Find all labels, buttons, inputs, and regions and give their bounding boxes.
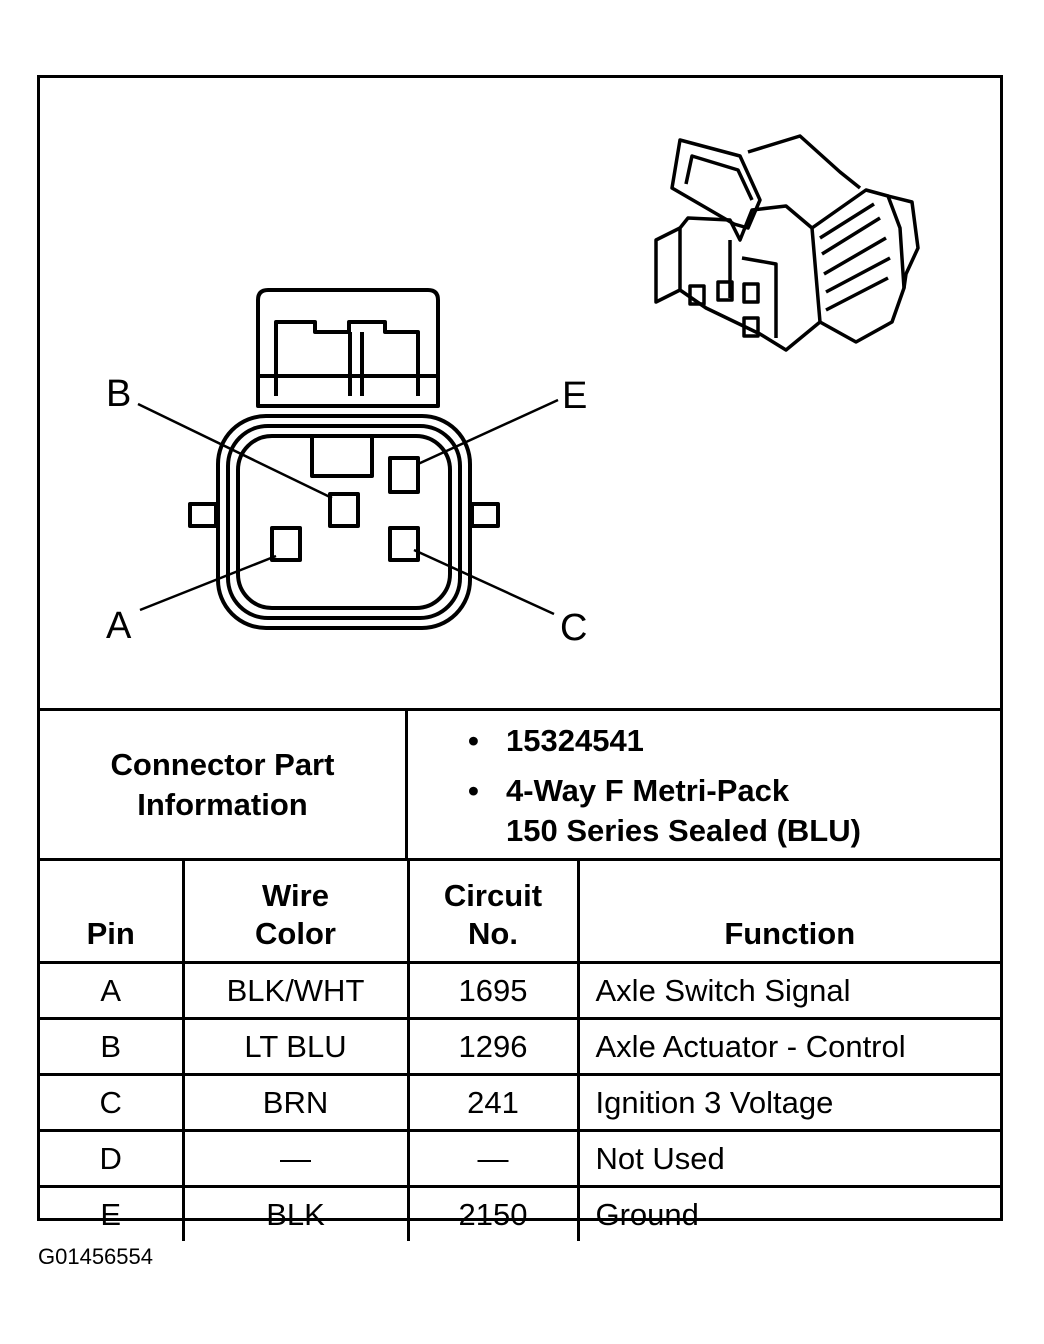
cell-circuit: — xyxy=(406,1129,580,1188)
part-info-label-line2: Information xyxy=(137,786,308,822)
table-row: D — — Not Used xyxy=(40,1129,1000,1188)
connector-part-info-values: • 15324541 • 4-Way F Metri-Pack 150 Seri… xyxy=(408,711,1000,858)
cell-circuit: 1296 xyxy=(406,1017,580,1076)
part-number: 15324541 xyxy=(506,723,644,758)
connector-lock-tab xyxy=(256,288,440,406)
connector-diagram: B E A C xyxy=(40,78,1000,708)
leader-line-c xyxy=(413,548,555,616)
connector-part-info-label: Connector Part Information xyxy=(40,711,408,858)
bullet-icon: • xyxy=(468,723,479,758)
connector-nub-left xyxy=(188,502,218,528)
connector-part-info: Connector Part Information • 15324541 • … xyxy=(40,708,1000,858)
cell-wire-color: LT BLU xyxy=(181,1017,410,1076)
cell-pin: A xyxy=(40,961,185,1020)
table-row: E BLK 2150 Ground xyxy=(40,1185,1000,1241)
header-circuit-line2: No. xyxy=(468,916,518,951)
header-wire-color: Wire Color xyxy=(181,858,410,964)
pin-label-a: A xyxy=(106,605,132,647)
pin-label-e: E xyxy=(562,375,587,417)
lock-tab-base xyxy=(256,374,440,408)
table-row: C BRN 241 Ignition 3 Voltage xyxy=(40,1073,1000,1132)
leader-line-b xyxy=(137,402,333,500)
header-pin: Pin xyxy=(40,858,185,964)
part-number-row: • 15324541 xyxy=(468,721,1000,761)
cell-function: Not Used xyxy=(576,1129,1000,1188)
header-wire-color-line2: Color xyxy=(255,916,336,951)
part-info-label-line1: Connector Part xyxy=(110,746,335,782)
connector-key xyxy=(310,438,374,478)
connector-housing-seal xyxy=(226,424,462,620)
cell-pin: B xyxy=(40,1017,185,1076)
leader-line-a xyxy=(139,554,277,612)
connector-housing-outer xyxy=(216,414,472,630)
cell-function: Ground xyxy=(576,1185,1000,1241)
part-description-line2: 150 Series Sealed (BLU) xyxy=(506,813,861,848)
pinout-table-header: Pin Wire Color Circuit No. Function xyxy=(40,858,1000,964)
pinout-table: Pin Wire Color Circuit No. Function A BL… xyxy=(40,858,1000,1241)
terminal-c xyxy=(388,526,420,562)
table-row: B LT BLU 1296 Axle Actuator - Control xyxy=(40,1017,1000,1076)
connector-figure-frame: B E A C xyxy=(37,75,1003,1241)
leader-line-e xyxy=(417,398,559,466)
part-description-row: • 4-Way F Metri-Pack 150 Series Sealed (… xyxy=(468,771,1000,851)
connector-housing-inner xyxy=(236,434,452,610)
header-wire-color-line1: Wire xyxy=(262,878,329,913)
lock-tab-inner xyxy=(274,320,420,396)
header-circuit-line1: Circuit xyxy=(443,878,543,913)
lock-tab-slot xyxy=(348,332,364,396)
pin-label-c: C xyxy=(560,607,587,649)
cell-circuit: 1695 xyxy=(406,961,580,1020)
cell-wire-color: BRN xyxy=(181,1073,410,1132)
header-circuit-no: Circuit No. xyxy=(406,858,580,964)
cell-pin: C xyxy=(40,1073,185,1132)
terminal-b xyxy=(328,492,360,528)
cell-wire-color: BLK xyxy=(181,1185,410,1241)
cell-function: Axle Switch Signal xyxy=(576,961,1000,1020)
pin-label-b: B xyxy=(106,373,131,415)
cell-wire-color: — xyxy=(181,1129,410,1188)
connector-isometric-view xyxy=(654,134,920,352)
cell-wire-color: BLK/WHT xyxy=(181,961,410,1020)
cell-function: Axle Actuator - Control xyxy=(576,1017,1000,1076)
header-function: Function xyxy=(576,858,1000,964)
connector-nub-right xyxy=(470,502,500,528)
cell-function: Ignition 3 Voltage xyxy=(576,1073,1000,1132)
terminal-a xyxy=(270,526,302,562)
cell-circuit: 241 xyxy=(406,1073,580,1132)
cell-pin: D xyxy=(40,1129,185,1188)
part-description-line1: 4-Way F Metri-Pack xyxy=(506,773,790,808)
terminal-e xyxy=(388,456,420,494)
figure-id: G01456554 xyxy=(38,1244,153,1269)
cell-circuit: 2150 xyxy=(406,1185,580,1241)
cell-pin: E xyxy=(40,1185,185,1241)
connector-face-view: B E A C xyxy=(106,134,920,649)
table-row: A BLK/WHT 1695 Axle Switch Signal xyxy=(40,961,1000,1020)
bullet-icon: • xyxy=(468,773,479,808)
